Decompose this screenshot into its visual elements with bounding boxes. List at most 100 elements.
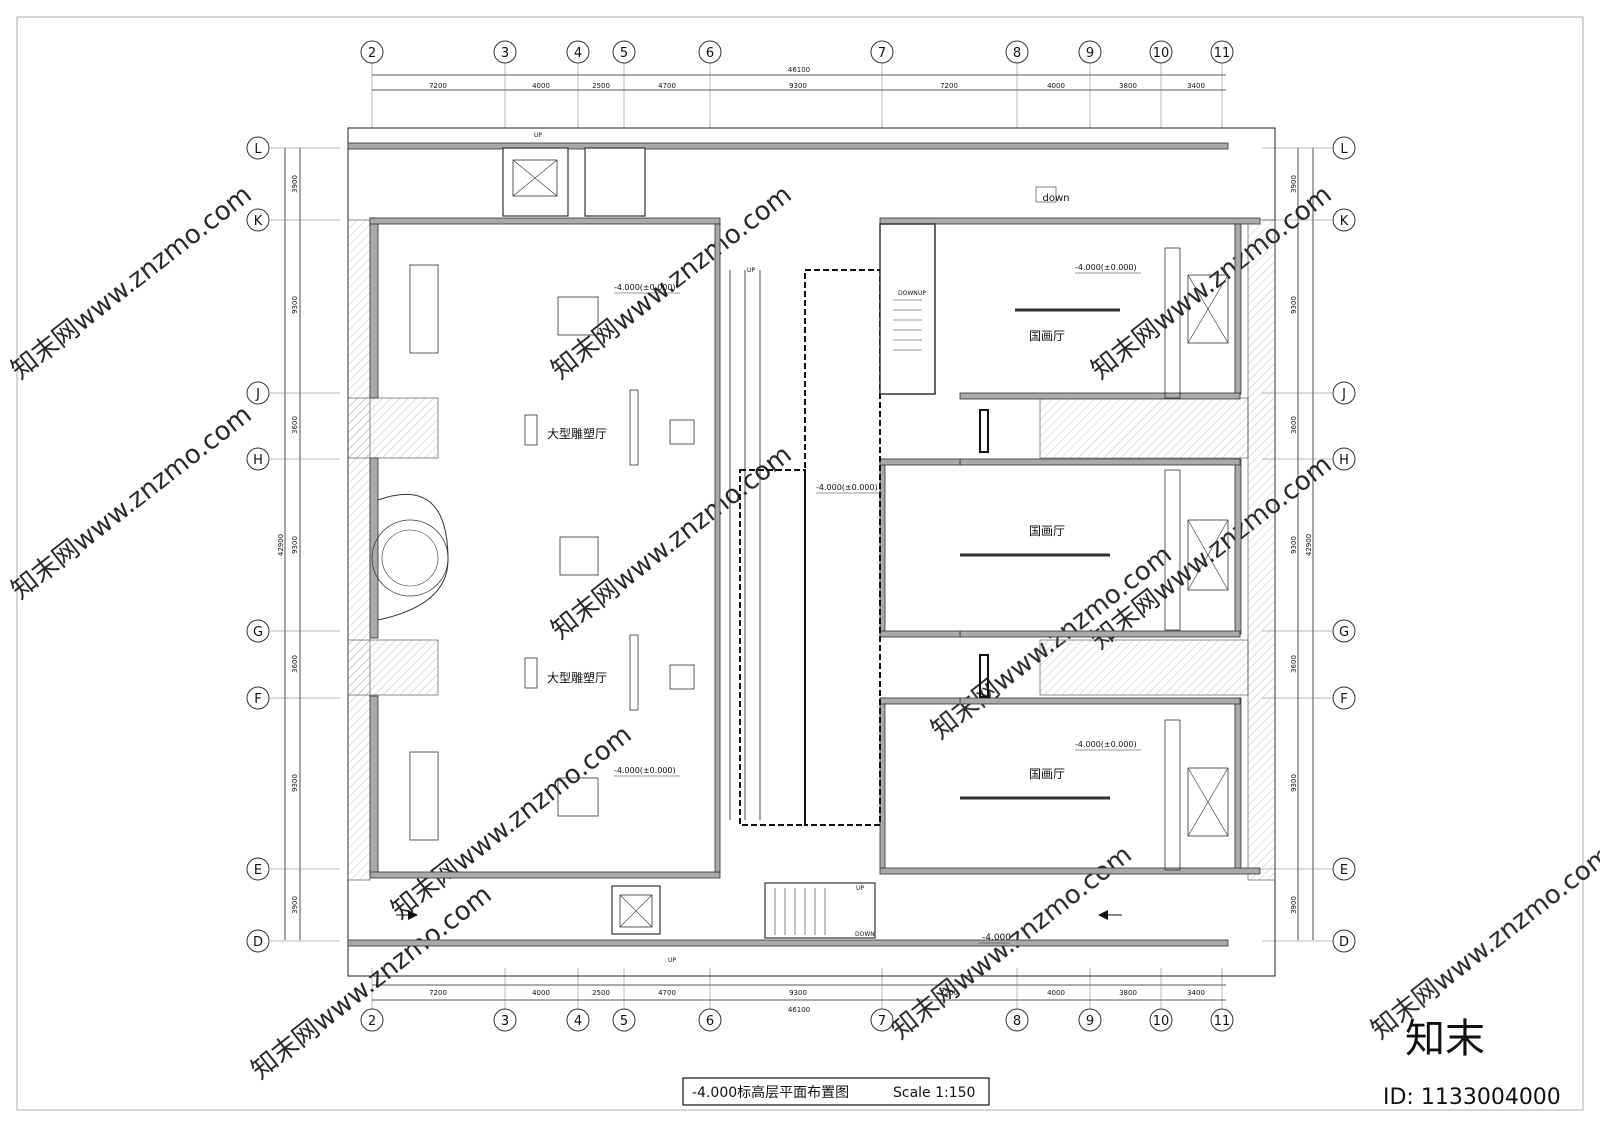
dim: 3600 [1290,655,1298,673]
right-hall-furniture [960,247,1229,871]
watermark-diag: 知末网www.znzmo.com [1086,180,1338,386]
dim-total-left: 42900 [277,534,285,556]
dim: 4000 [532,989,550,997]
drawing-title: -4.000标高层平面布置图 [692,1084,849,1101]
stair-down-label-2: DOWN [855,931,875,938]
grid-bubble [612,40,636,64]
watermark-diag: 知末网www.znzmo.com [1086,450,1338,656]
row-grid-right: L K J H G F E D [1332,136,1356,953]
dim: 3600 [1290,416,1298,434]
level-mark-entry: -4.000 [982,933,1011,943]
grid-label: D [1339,935,1349,950]
grid-label: F [1340,692,1347,707]
brand-watermark: 知末 ID: 1133004000 [1383,1016,1561,1110]
grid-label: F [254,692,261,707]
level-mark: -4.000(±0.000) [1075,740,1137,749]
dim: 4000 [1047,989,1065,997]
grid-bubble [1149,40,1173,64]
level-mark: -4.000(±0.000) [614,766,676,775]
title-block: -4.000标高层平面布置图 Scale 1:150 [682,1077,990,1106]
dim: 3800 [1119,989,1137,997]
grid-label: 9 [1086,46,1094,61]
grid-label: 2 [368,46,376,61]
grid-label: 10 [1153,1014,1170,1029]
grid-label: 7 [878,1014,886,1029]
dim: 9300 [291,296,299,314]
room-label-sculpture-hall-2: 大型雕塑厅 [547,670,607,685]
dim: 9300 [1290,536,1298,554]
dim: 2500 [592,989,610,997]
grid-lines [270,62,1332,1010]
grid-label: 11 [1214,46,1231,61]
grid-label: 7 [878,46,886,61]
dim: 9300 [291,536,299,554]
grid-label: 6 [706,46,714,61]
walls [347,142,1261,947]
dim: 4000 [532,82,550,90]
grid-label: 5 [620,1014,628,1029]
dim: 9300 [1290,296,1298,314]
grid-label: H [1339,453,1349,468]
grid-bubble [870,1008,894,1032]
grid-label: 3 [501,46,509,61]
bottom-dimensions: 46100 7200 4000 2500 4700 9300 7200 4000… [372,984,1226,1014]
grid-label: L [1340,142,1348,157]
dim: 4700 [658,989,676,997]
sheet-border [16,16,1584,1111]
dim: 7200 [429,82,447,90]
dim: 9300 [1290,774,1298,792]
watermark-diag: 知末网www.znzmo.com [6,180,258,386]
level-mark: -4.000(±0.000) [816,483,878,492]
escalator-up-label: UP [747,267,755,274]
dim-total-top: 46100 [788,66,810,74]
down-label: down [1043,193,1070,204]
dim: 3400 [1187,82,1205,90]
watermark-diag: 知末网www.znzmo.com [6,400,258,606]
grid-bubble [360,40,384,64]
grid-label: L [254,142,262,157]
right-dimensions: 42900 3900 9300 3600 9300 3600 9300 3900 [1290,148,1314,940]
grid-label: H [253,453,263,468]
watermark-diag: 知末网www.znzmo.com [1366,840,1600,1046]
grid-label: 6 [706,1014,714,1029]
grid-label: 8 [1013,46,1021,61]
grid-label: G [253,625,263,640]
grid-label: 10 [1153,46,1170,61]
dim: 3900 [1290,175,1298,193]
dim: 3400 [1187,989,1205,997]
left-hall-furniture [371,264,695,841]
stair-cores: DOWN UP UP DOWN UP [502,147,936,964]
room-label-sculpture-hall-1: 大型雕塑厅 [547,426,607,441]
grid-label: 3 [501,1014,509,1029]
stair-down-label: DOWN [898,290,918,297]
grid-bubble [1078,1008,1102,1032]
grid-bubble [1149,1008,1173,1032]
stair-up-label-2: UP [856,885,864,892]
grid-bubble [612,1008,636,1032]
grid-label: 8 [1013,1014,1021,1029]
watermark-diag: 知末网www.znzmo.com [246,880,498,1086]
dim: 2500 [592,82,610,90]
column-grid-top: 2 3 4 5 6 7 8 9 10 11 [360,40,1234,64]
dim: 7200 [940,82,958,90]
dim: 7200 [940,989,958,997]
grid-bubble [1005,40,1029,64]
central-corridor [729,269,881,826]
grid-bubble [1078,40,1102,64]
entrance-arrows [396,910,1122,920]
grid-label: 2 [368,1014,376,1029]
grid-label: 9 [1086,1014,1094,1029]
level-marks: -4.000(±0.000) -4.000(±0.000) -4.000(±0.… [614,263,1141,944]
drawing-scale: Scale 1:150 [893,1085,975,1101]
grid-label: 5 [620,46,628,61]
grid-label: E [1340,863,1348,878]
top-dimensions: 46100 7200 4000 2500 4700 9300 7200 4000… [372,66,1226,91]
dim: 7200 [429,989,447,997]
grid-bubble [493,40,517,64]
watermark-id: ID: 1133004000 [1383,1085,1561,1110]
row-grid-left: L K J H G F E D [246,136,270,953]
grid-label: D [253,935,263,950]
level-mark: -4.000(±0.000) [1075,263,1137,272]
dim: 4000 [1047,82,1065,90]
